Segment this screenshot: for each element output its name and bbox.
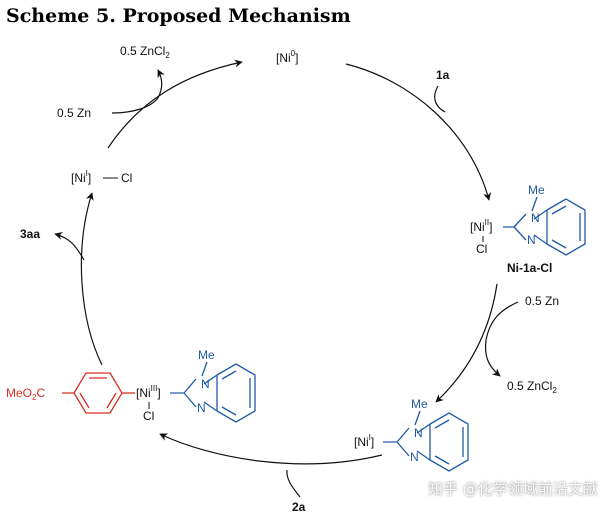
species-ni0: [Ni0] [276, 49, 298, 65]
reagent-1a: 1a [436, 68, 450, 82]
ni1a-ni-label: [NiII] [470, 218, 492, 234]
species-niiii-aryl: MeO2C [NiIII] Cl N N Me [6, 348, 256, 423]
branch-3aa-out [54, 231, 85, 261]
aryl-ring [62, 372, 135, 414]
product-3aa: 3aa [20, 227, 40, 241]
species-ni-1a-cl: [NiII] Cl N N Me Ni-1a-Cl [470, 183, 586, 275]
cycle-arc-ni1a-to-nii [435, 283, 498, 403]
species-nii-bzim: [NiI] N N Me [354, 397, 469, 472]
niiii-me: Me [198, 348, 215, 362]
ni1a-compound-name: Ni-1a-Cl [507, 261, 552, 275]
nii-right-benzimidazole [396, 410, 469, 472]
cycle-arc-nii-to-niiii [159, 433, 383, 465]
ni1a-cl: Cl [476, 242, 487, 256]
nii-right-me: Me [411, 397, 428, 411]
product-zncl2-right: 0.5 ZnCl2 [507, 379, 557, 395]
niiii-ni-label: [NiIII] [136, 384, 161, 400]
reagent-2a: 2a [292, 500, 306, 514]
reagent-labels: 1a 0.5 Zn 0.5 ZnCl2 2a 3aa 0.5 Zn 0.5 Zn… [20, 44, 559, 514]
branch-zncl2-out-right [484, 339, 501, 377]
species-nii-cl: [NiI] Cl [71, 169, 132, 185]
branch-2a-in [286, 469, 301, 498]
nii-right-n2: N [410, 450, 419, 464]
cycle-arc-niiii-to-niicl [80, 192, 103, 366]
cycle-arc-ni0-to-ni1a [345, 63, 491, 201]
scheme-title: Scheme 5. Proposed Mechanism [6, 5, 351, 27]
reagent-zn-right: 0.5 Zn [525, 294, 559, 308]
branch-zn-in-right [485, 301, 519, 341]
ester-group: MeO2C [6, 386, 45, 402]
niiii-n2: N [197, 401, 206, 415]
reagent-zn-left: 0.5 Zn [57, 106, 91, 120]
product-zncl2-left: 0.5 ZnCl2 [120, 44, 170, 60]
watermark: 知乎 @化学领域前沿文献 [428, 480, 598, 498]
nii-cl-cl: Cl [121, 171, 132, 185]
catalytic-cycle [80, 59, 498, 465]
nii-cl-label: [NiI] [71, 169, 91, 185]
ni0-label: [Ni0] [276, 49, 298, 65]
nii-right-n1: N [414, 426, 423, 440]
ni1a-n1: N [531, 211, 540, 225]
branch-zncl2-out-left [157, 69, 165, 99]
niiii-cl: Cl [143, 409, 154, 423]
branch-zn-in-left [111, 97, 159, 114]
branch-1a-in [434, 85, 446, 113]
ni1a-benzimidazole [513, 196, 586, 256]
ni1a-n2: N [527, 233, 536, 247]
cycle-arc-niicl-to-ni0 [107, 59, 243, 149]
branch-arrows [54, 69, 519, 498]
ni1a-me: Me [528, 183, 545, 197]
nii-right-ni-label: [NiI] [354, 433, 374, 449]
niiii-n1: N [201, 377, 210, 391]
niiii-benzimidazole [183, 361, 256, 423]
